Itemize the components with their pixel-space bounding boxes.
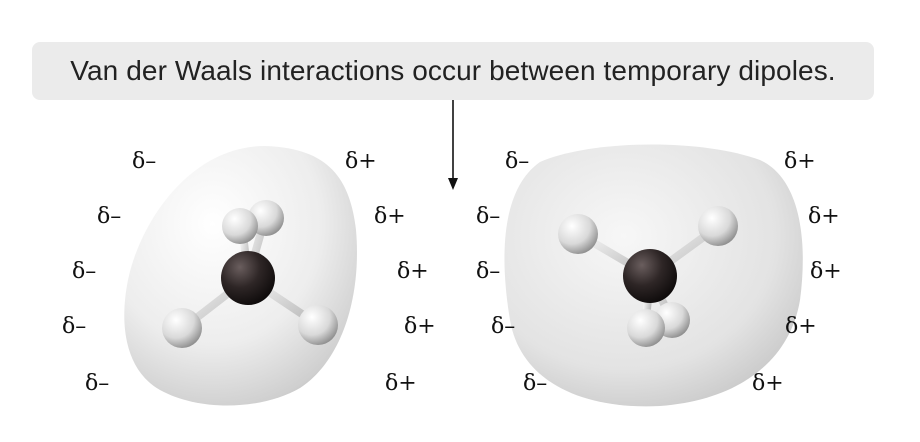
left-negative-charge: δ–	[85, 371, 109, 396]
left-hydrogen-atom	[222, 208, 258, 244]
left-carbon-atom	[221, 251, 275, 305]
left-negative-charge: δ–	[132, 149, 156, 174]
right-positive-charge: δ+	[785, 314, 817, 339]
left-positive-charge: δ+	[374, 204, 406, 229]
left-positive-charge: δ+	[345, 149, 377, 174]
right-negative-charge: δ–	[491, 314, 515, 339]
left-positive-charge: δ+	[397, 259, 429, 284]
left-positive-charge: δ+	[385, 371, 417, 396]
left-negative-charge: δ–	[97, 204, 121, 229]
right-molecule: δ– δ– δ– δ– δ– δ+ δ+ δ+ δ+ δ+	[476, 144, 842, 407]
right-hydrogen-atom	[627, 309, 665, 347]
left-negative-charge: δ–	[62, 314, 86, 339]
right-negative-charge: δ–	[523, 371, 547, 396]
left-positive-charge: δ+	[404, 314, 436, 339]
right-hydrogen-atom	[698, 206, 738, 246]
left-hydrogen-atom	[162, 308, 202, 348]
left-hydrogen-atom	[298, 305, 338, 345]
right-negative-charge: δ–	[476, 259, 500, 284]
right-negative-charge: δ–	[505, 149, 529, 174]
right-positive-charge: δ+	[752, 371, 784, 396]
right-negative-charge: δ–	[476, 204, 500, 229]
pointer-arrow	[448, 100, 458, 190]
right-carbon-atom	[623, 249, 677, 303]
right-positive-charge: δ+	[808, 204, 840, 229]
right-positive-charge: δ+	[810, 259, 842, 284]
caption-text: Van der Waals interactions occur between…	[70, 55, 836, 86]
right-positive-charge: δ+	[784, 149, 816, 174]
left-negative-charge: δ–	[72, 259, 96, 284]
caption-box: Van der Waals interactions occur between…	[32, 42, 874, 100]
right-hydrogen-atom	[558, 214, 598, 254]
left-molecule: δ– δ– δ– δ– δ– δ+ δ+ δ+ δ+ δ+	[62, 146, 436, 406]
